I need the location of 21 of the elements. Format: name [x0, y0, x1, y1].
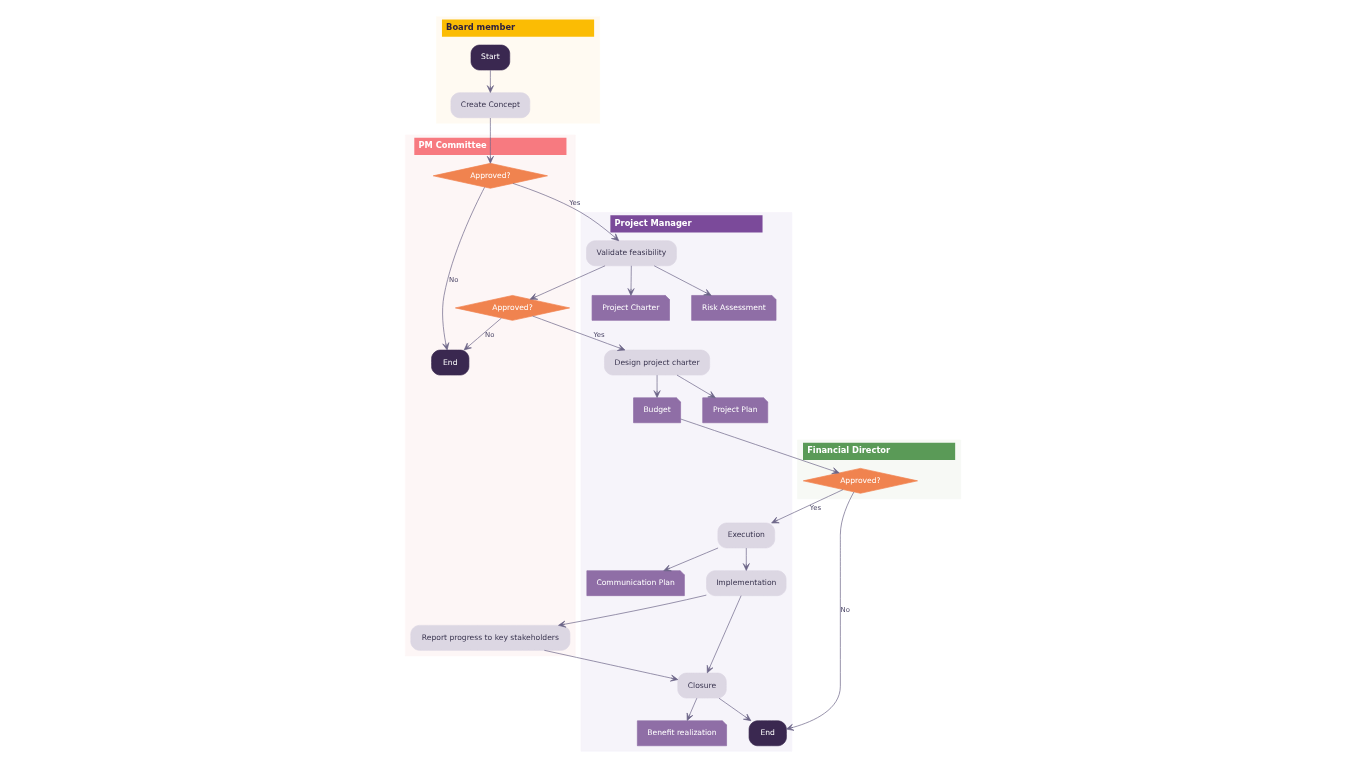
arrow [706, 595, 742, 674]
arrow [663, 547, 719, 572]
arrow [771, 489, 844, 524]
arrow [558, 594, 707, 628]
arrow [653, 265, 712, 296]
arrow [486, 117, 494, 164]
arrow [486, 69, 494, 93]
arrow [718, 697, 752, 722]
arrow [676, 374, 716, 399]
arrow [627, 265, 635, 296]
arrow [529, 265, 606, 300]
arrow [786, 491, 855, 731]
arrow [742, 547, 750, 571]
arrow [686, 697, 698, 721]
arrow [680, 418, 840, 474]
arrow [653, 374, 661, 398]
arrow [532, 315, 626, 351]
arrow [512, 183, 620, 242]
arrow [442, 186, 485, 351]
arrow [544, 650, 679, 682]
arrow [463, 317, 502, 351]
